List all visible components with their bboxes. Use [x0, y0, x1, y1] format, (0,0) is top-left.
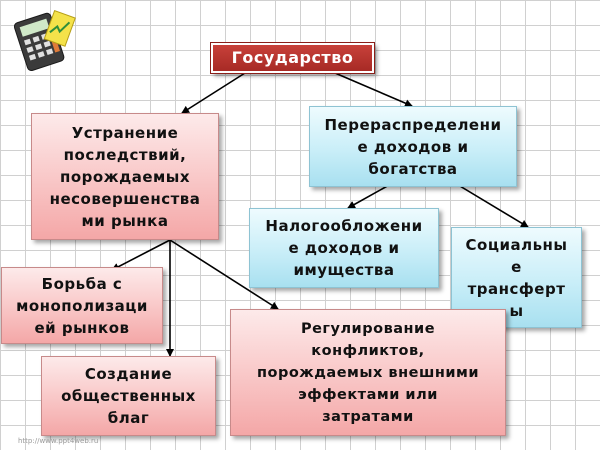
node-redistribution: Перераспределени е доходов и богатства	[309, 106, 517, 187]
arrow-left-to-monopoly	[112, 240, 170, 270]
arrow-root-to-left	[182, 73, 245, 113]
node-taxation-label: Налогообложени е доходов и имущества	[265, 215, 422, 281]
node-taxation: Налогообложени е доходов и имущества	[249, 208, 439, 288]
calculator-icon	[6, 6, 78, 76]
node-public-goods: Создание общественных благ	[41, 356, 216, 436]
arrow-root-to-right	[335, 73, 412, 106]
node-monopoly-fight: Борьба с монополизаци ей рынков	[1, 267, 163, 344]
node-redistribution-label: Перераспределени е доходов и богатства	[325, 114, 502, 180]
root-node-state: Государство	[211, 43, 374, 73]
node-public-goods-label: Создание общественных благ	[61, 363, 196, 429]
node-externalities-label: Регулирование конфликтов, порождаемых вн…	[257, 318, 479, 428]
node-market-failures-label: Устранение последствий, порождаемых несо…	[50, 122, 201, 232]
footer-url: http://www.ppt4web.ru	[18, 437, 98, 445]
node-market-failures: Устранение последствий, порождаемых несо…	[31, 113, 219, 240]
node-monopoly-fight-label: Борьба с монополизаци ей рынков	[16, 273, 148, 339]
node-externalities: Регулирование конфликтов, порождаемых вн…	[230, 309, 506, 436]
root-node-label: Государство	[232, 47, 354, 69]
